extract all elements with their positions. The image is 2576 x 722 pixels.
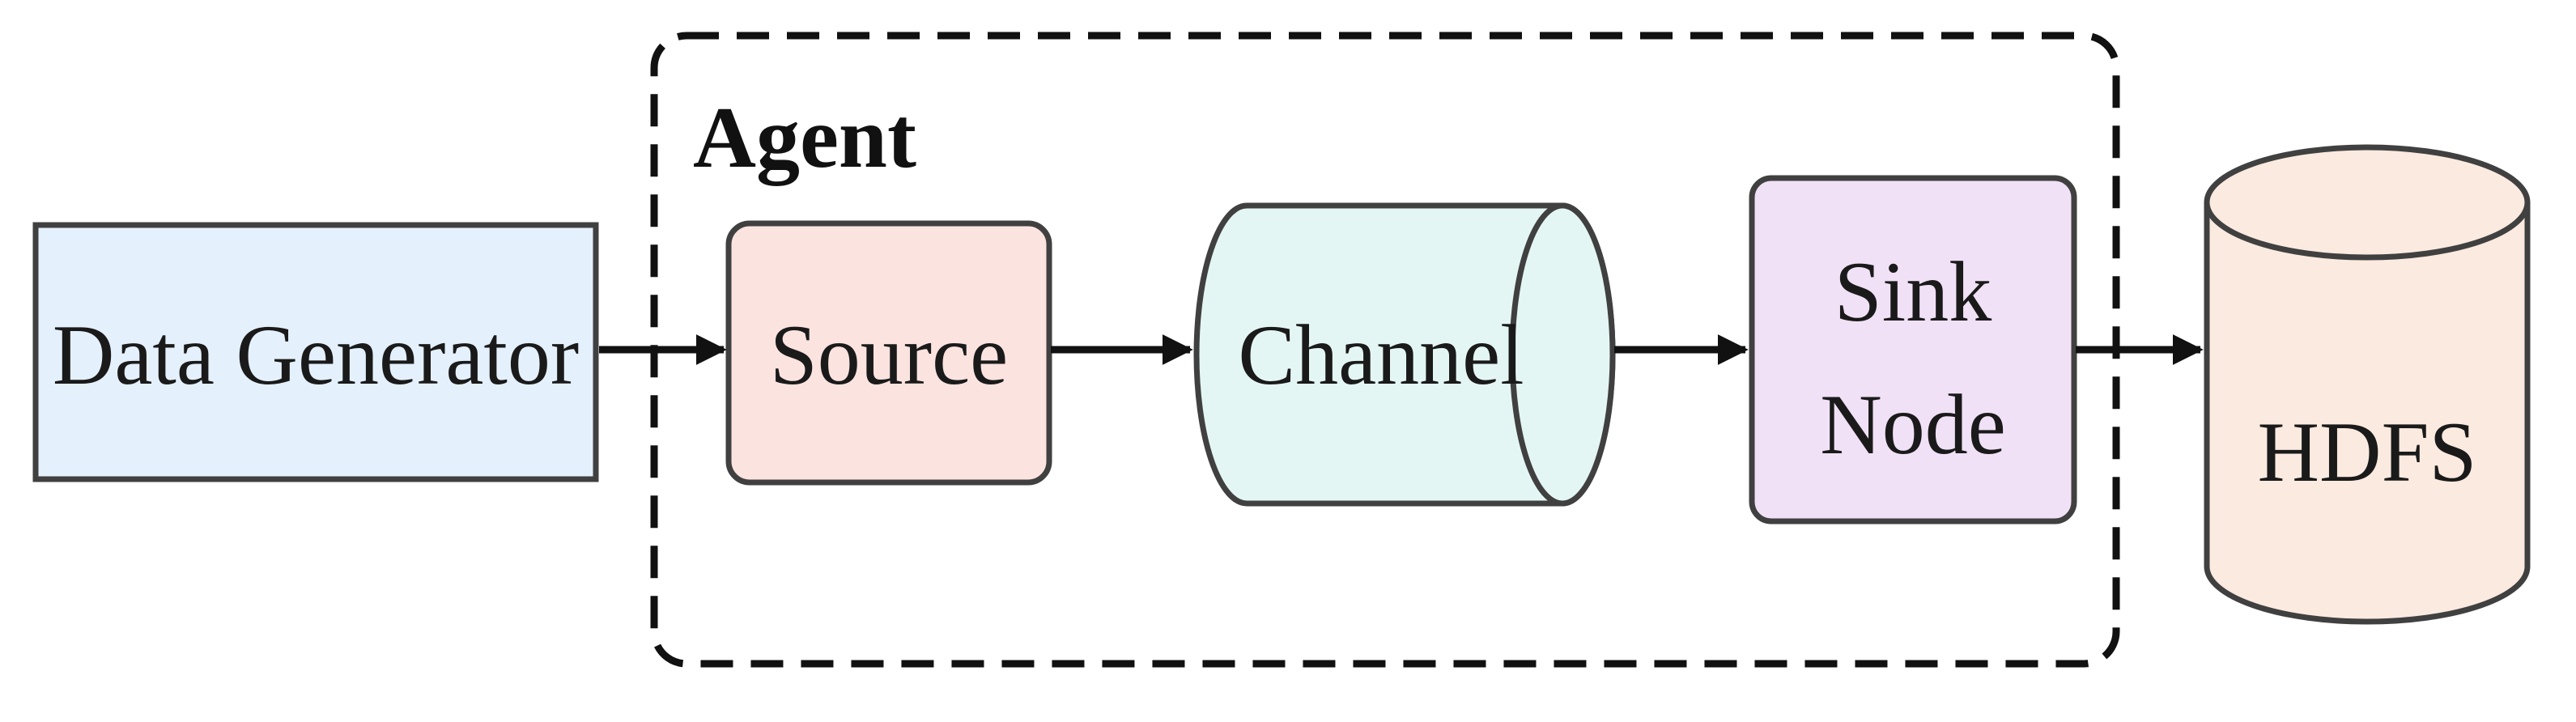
data-generator-box xyxy=(32,222,599,482)
channel-node: Channel xyxy=(1193,202,1616,507)
hdfs-top-cap xyxy=(2204,144,2531,261)
hdfs-body xyxy=(2204,202,2531,625)
sink-node-box xyxy=(1749,175,2077,525)
data-generator-node: Data Generator xyxy=(32,222,599,482)
source-box xyxy=(725,220,1052,486)
sink-node: Sink Node xyxy=(1749,175,2077,525)
channel-end-cap xyxy=(1509,202,1616,507)
source-label: Source xyxy=(770,308,1008,402)
hdfs-label: HDFS xyxy=(2257,405,2476,499)
agent-label: Agent xyxy=(693,90,916,186)
channel-label: Channel xyxy=(1238,308,1524,402)
source-node: Source xyxy=(725,220,1052,486)
sink-node-label-line1: Sink xyxy=(1834,244,1992,339)
sink-node-label-line2: Node xyxy=(1820,377,2006,472)
data-generator-label: Data Generator xyxy=(53,308,579,402)
hdfs-node: HDFS xyxy=(2204,144,2531,625)
